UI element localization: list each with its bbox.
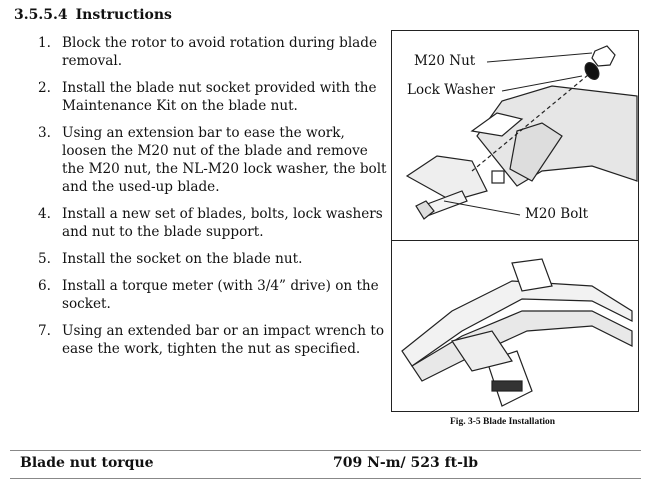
spec-value: 709 N-m/ 523 ft-lb (333, 455, 479, 471)
step-text-line: socket. (62, 296, 111, 312)
step-number: 6. (38, 278, 51, 294)
section-heading: 3.5.5.4 Instructions (14, 7, 180, 23)
step-text-line: and nut to the blade support. (62, 224, 264, 240)
label-m20-nut: M20 Nut (414, 53, 476, 69)
step-text-line: Using an extended bar or an impact wrenc… (62, 323, 385, 339)
step-text-line: loosen the M20 nut of the blade and remo… (62, 143, 368, 159)
step-number: 3. (38, 125, 51, 141)
step-text-line: Install the blade nut socket provided wi… (62, 80, 377, 96)
step-text-line: removal. (62, 53, 123, 69)
step-number: 4. (38, 206, 51, 222)
instruction-step: 3. Using an extension bar to ease the wor… (0, 124, 392, 196)
step-text: Install the blade nut socket provided wi… (62, 79, 392, 115)
label-m20-bolt: M20 Bolt (525, 206, 589, 222)
instruction-step: 2. Install the blade nut socket provided … (0, 79, 392, 115)
figure-caption: Fig. 3-5 Blade Installation (450, 417, 556, 427)
step-text-line: Using an extension bar to ease the work, (62, 125, 345, 141)
instruction-step: 5. Install the socket on the blade nut. (0, 250, 392, 268)
step-text-line: and the used-up blade. (62, 179, 220, 195)
spec-label: Blade nut torque (20, 455, 154, 471)
step-number: 2. (38, 80, 51, 96)
step-text: Using an extension bar to ease the work,… (62, 124, 392, 196)
section-number: 3.5.5.4 (14, 7, 68, 23)
section-title: Instructions (75, 7, 172, 23)
instruction-step: 6. Install a torque meter (with 3/4” driv… (0, 277, 392, 313)
step-number: 5. (38, 251, 51, 267)
spec-table-row: Blade nut torque 709 N-m/ 523 ft-lb (10, 450, 641, 479)
step-text-line: ease the work, tighten the nut as specif… (62, 341, 361, 357)
step-text: Using an extended bar or an impact wrenc… (62, 322, 392, 358)
figure-divider (392, 240, 638, 241)
instruction-list: 1. Block the rotor to avoid rotation duri… (0, 34, 392, 367)
installed-blade-diagram (401, 258, 633, 407)
step-text-line: Maintenance Kit on the blade nut. (62, 98, 298, 114)
step-text: Block the rotor to avoid rotation during… (62, 34, 392, 70)
step-text-line: Install the socket on the blade nut. (62, 251, 303, 267)
step-text-line: the M20 nut, the NL-M20 lock washer, the… (62, 161, 387, 177)
figure-blade-installation: M20 Nut Lock Washer M20 Bolt (391, 30, 639, 412)
step-number: 7. (38, 323, 51, 339)
instruction-step: 7. Using an extended bar or an impact wre… (0, 322, 392, 358)
step-text-line: Install a new set of blades, bolts, lock… (62, 206, 383, 222)
instruction-step: 1. Block the rotor to avoid rotation duri… (0, 34, 392, 70)
step-text-line: Block the rotor to avoid rotation during… (62, 35, 378, 51)
step-text: Install a torque meter (with 3/4” drive)… (62, 277, 392, 313)
step-text: Install the socket on the blade nut. (62, 250, 392, 268)
step-text-line: Install a torque meter (with 3/4” drive)… (62, 278, 379, 294)
exploded-blade-diagram (405, 45, 638, 220)
instruction-step: 4. Install a new set of blades, bolts, lo… (0, 205, 392, 241)
label-lock-washer: Lock Washer (407, 82, 495, 98)
step-text: Install a new set of blades, bolts, lock… (62, 205, 392, 241)
step-number: 1. (38, 35, 51, 51)
